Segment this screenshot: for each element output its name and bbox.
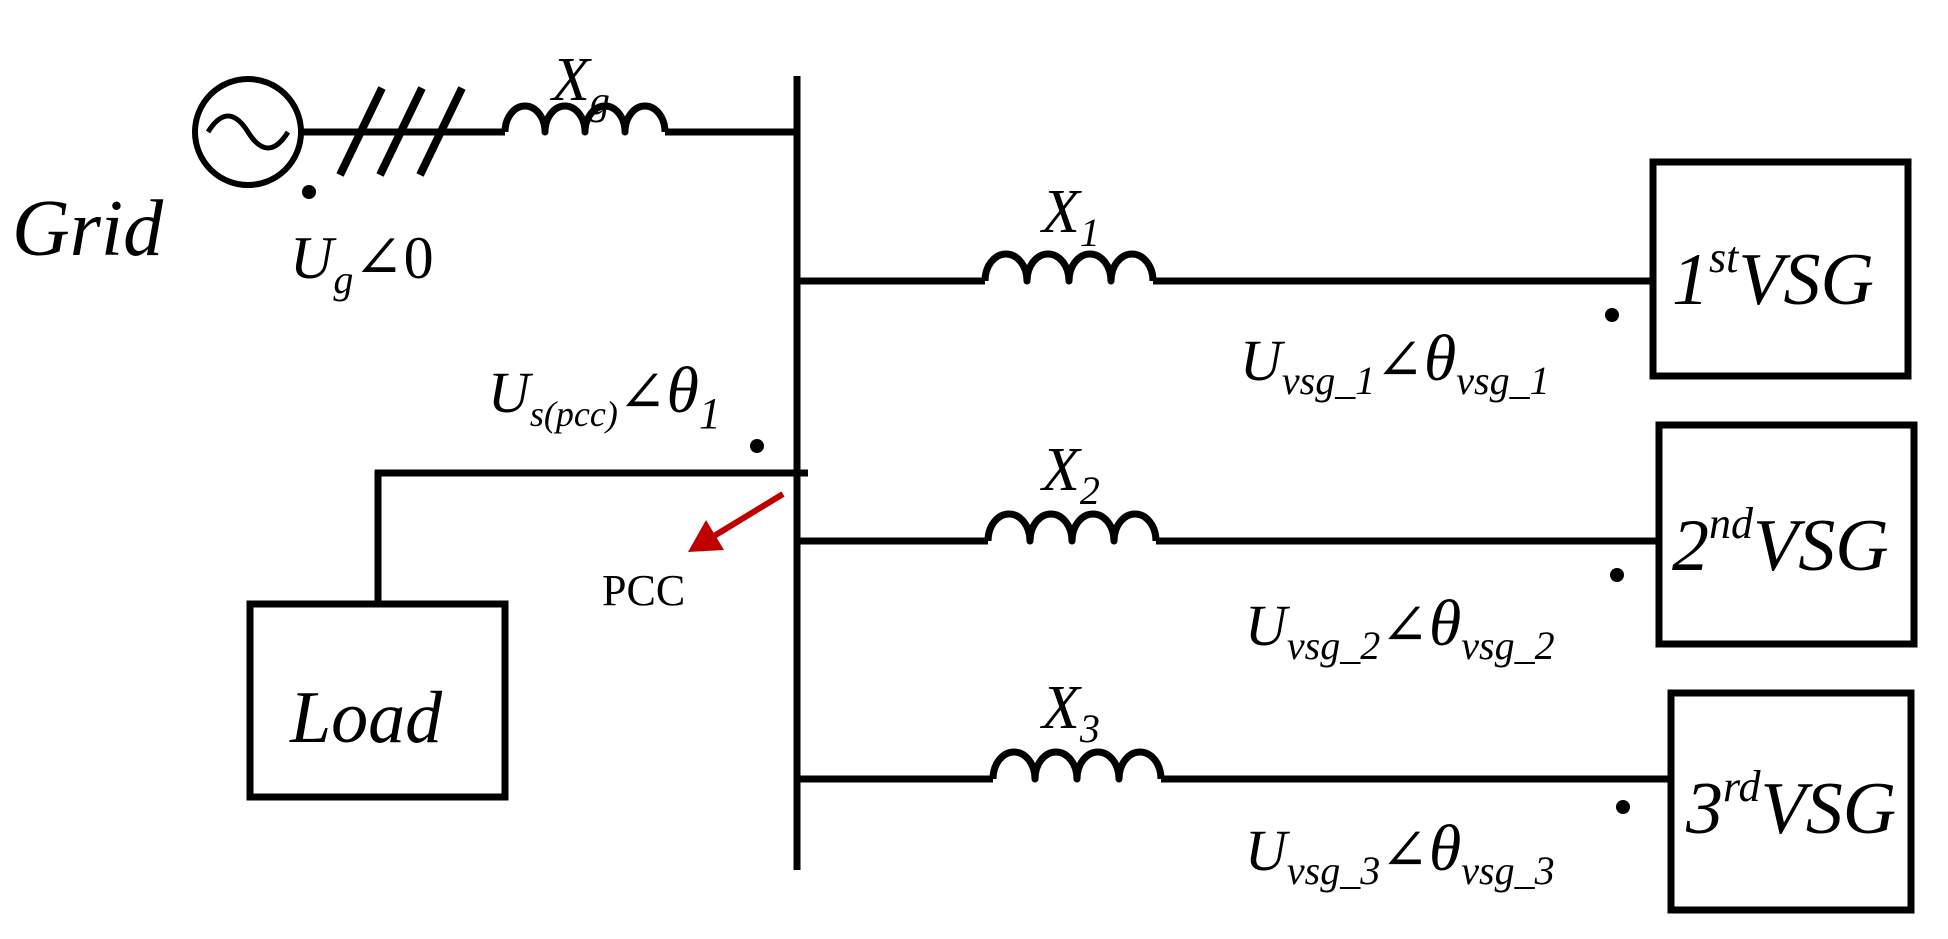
x2-label: X2 bbox=[1039, 436, 1100, 513]
vsg-3-box bbox=[1667, 689, 1915, 914]
grid-source bbox=[192, 76, 304, 188]
sine-wave-icon bbox=[205, 113, 291, 151]
pcc-label: PCC bbox=[602, 566, 685, 615]
vsg-1-voltage-dot bbox=[1605, 308, 1619, 322]
vsg-1-voltage-label: Uvsg_1∠θvsg_1 bbox=[1240, 322, 1550, 403]
vsg-3-label: 3rdVSG bbox=[1685, 762, 1896, 850]
vsg-2-label: 2ndVSG bbox=[1672, 499, 1889, 587]
grid-voltage-label: Ug∠0 bbox=[290, 225, 434, 302]
three-phase-marks bbox=[336, 86, 466, 177]
pcc-voltage-label: Us(pcc)∠θ1 bbox=[488, 354, 721, 438]
load-box bbox=[246, 600, 509, 801]
pcc-arrow-icon bbox=[688, 491, 785, 552]
inductor-x2-icon bbox=[984, 510, 1160, 545]
vsg-2-box bbox=[1655, 421, 1918, 648]
vsg-1-box bbox=[1649, 158, 1912, 380]
vsg-2-voltage-dot bbox=[1610, 568, 1624, 582]
pcc-voltage-dot bbox=[750, 439, 764, 453]
branch-2: X2 2ndVSG Uvsg_2∠θvsg_2 bbox=[797, 421, 1918, 668]
x3-label: X3 bbox=[1039, 674, 1100, 751]
inductor-x3-icon bbox=[989, 748, 1165, 783]
branch-3: X3 3rdVSG Uvsg_3∠θvsg_3 bbox=[797, 674, 1915, 914]
grid-voltage-dot bbox=[302, 185, 316, 199]
inductor-xg-icon bbox=[501, 102, 669, 136]
vsg-2-voltage-label: Uvsg_2∠θvsg_2 bbox=[1245, 587, 1555, 668]
branch-1: X1 1stVSG Uvsg_1∠θvsg_1 bbox=[797, 158, 1912, 403]
xg-label: Xg bbox=[549, 46, 610, 123]
grid-label: Grid bbox=[12, 185, 164, 273]
load-label: Load bbox=[289, 677, 443, 759]
vsg-1-label: 1stVSG bbox=[1672, 233, 1874, 321]
vsg-3-voltage-dot bbox=[1616, 800, 1630, 814]
inductor-x1-icon bbox=[981, 250, 1157, 285]
x1-label: X1 bbox=[1039, 178, 1100, 255]
vsg-3-voltage-label: Uvsg_3∠θvsg_3 bbox=[1245, 812, 1555, 893]
